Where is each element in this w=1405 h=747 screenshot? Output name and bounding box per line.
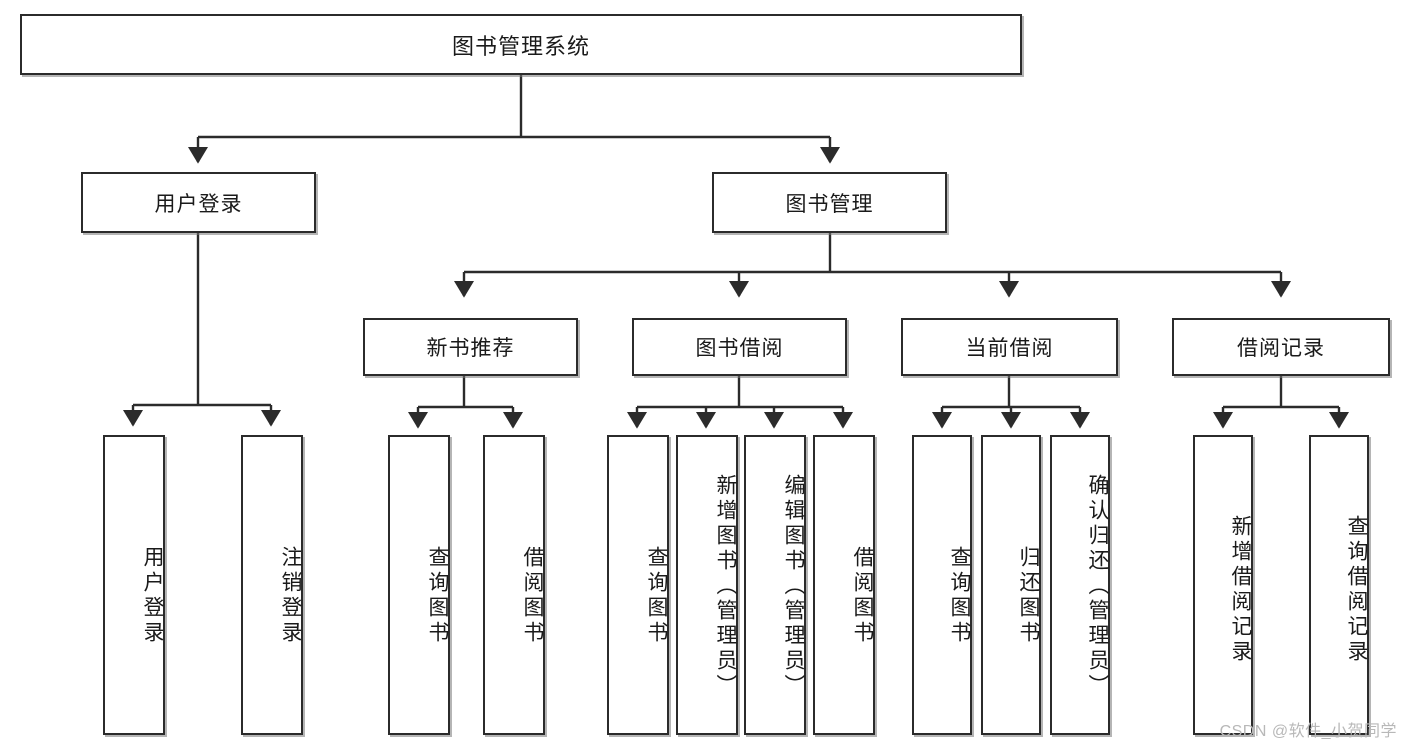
leaf-current-borrow-query[interactable]: 查询图书	[912, 435, 972, 735]
node-user-login-label: 用户登录	[154, 192, 243, 216]
leaf-borrow-record-add[interactable]: 新增借阅记录	[1193, 435, 1253, 735]
node-borrow-record-label: 借阅记录	[1237, 337, 1325, 360]
leaf-label: 用户登录	[141, 546, 164, 646]
node-book-management-label: 图书管理	[785, 192, 874, 216]
leaf-book-borrow-add[interactable]: 新增图书（管理员）	[676, 435, 738, 735]
leaf-book-borrow-lend[interactable]: 借阅图书	[813, 435, 875, 735]
leaf-label: 借阅图书	[521, 546, 544, 646]
leaf-current-borrow-return[interactable]: 归还图书	[981, 435, 1041, 735]
node-book-management[interactable]: 图书管理	[712, 172, 947, 233]
node-borrow-record[interactable]: 借阅记录	[1172, 318, 1390, 376]
node-new-book-recommend-label: 新书推荐	[426, 337, 515, 360]
leaf-label: 查询图书	[948, 546, 971, 646]
leaf-label: 编辑图书（管理员）	[782, 473, 805, 699]
leaf-user-login-signout[interactable]: 注销登录	[241, 435, 303, 735]
leaf-new-book-borrow[interactable]: 借阅图书	[483, 435, 545, 735]
node-root-system[interactable]: 图书管理系统	[20, 14, 1022, 75]
node-user-login[interactable]: 用户登录	[81, 172, 316, 233]
leaf-label: 查询图书	[645, 546, 668, 646]
leaf-label: 注销登录	[279, 546, 302, 646]
leaf-user-login-signin[interactable]: 用户登录	[103, 435, 165, 735]
leaf-current-borrow-confirm[interactable]: 确认归还（管理员）	[1050, 435, 1110, 735]
leaf-label: 查询借阅记录	[1345, 515, 1368, 665]
leaf-label: 确认归还（管理员）	[1086, 473, 1109, 699]
leaf-label: 新增借阅记录	[1229, 515, 1252, 665]
node-current-borrow[interactable]: 当前借阅	[901, 318, 1118, 376]
leaf-book-borrow-edit[interactable]: 编辑图书（管理员）	[744, 435, 806, 735]
leaf-borrow-record-query[interactable]: 查询借阅记录	[1309, 435, 1369, 735]
node-book-borrow-label: 图书借阅	[695, 337, 784, 360]
node-book-borrow[interactable]: 图书借阅	[632, 318, 847, 376]
leaf-label: 归还图书	[1017, 546, 1040, 646]
leaf-label: 借阅图书	[851, 546, 874, 646]
node-new-book-recommend[interactable]: 新书推荐	[363, 318, 578, 376]
node-current-borrow-label: 当前借阅	[965, 337, 1054, 360]
leaf-label: 查询图书	[426, 546, 449, 646]
leaf-new-book-query[interactable]: 查询图书	[388, 435, 450, 735]
leaf-book-borrow-query[interactable]: 查询图书	[607, 435, 669, 735]
node-root-label: 图书管理系统	[451, 33, 590, 59]
watermark-text: CSDN @软件_小贺同学	[1219, 723, 1397, 740]
leaf-label: 新增图书（管理员）	[714, 473, 737, 699]
